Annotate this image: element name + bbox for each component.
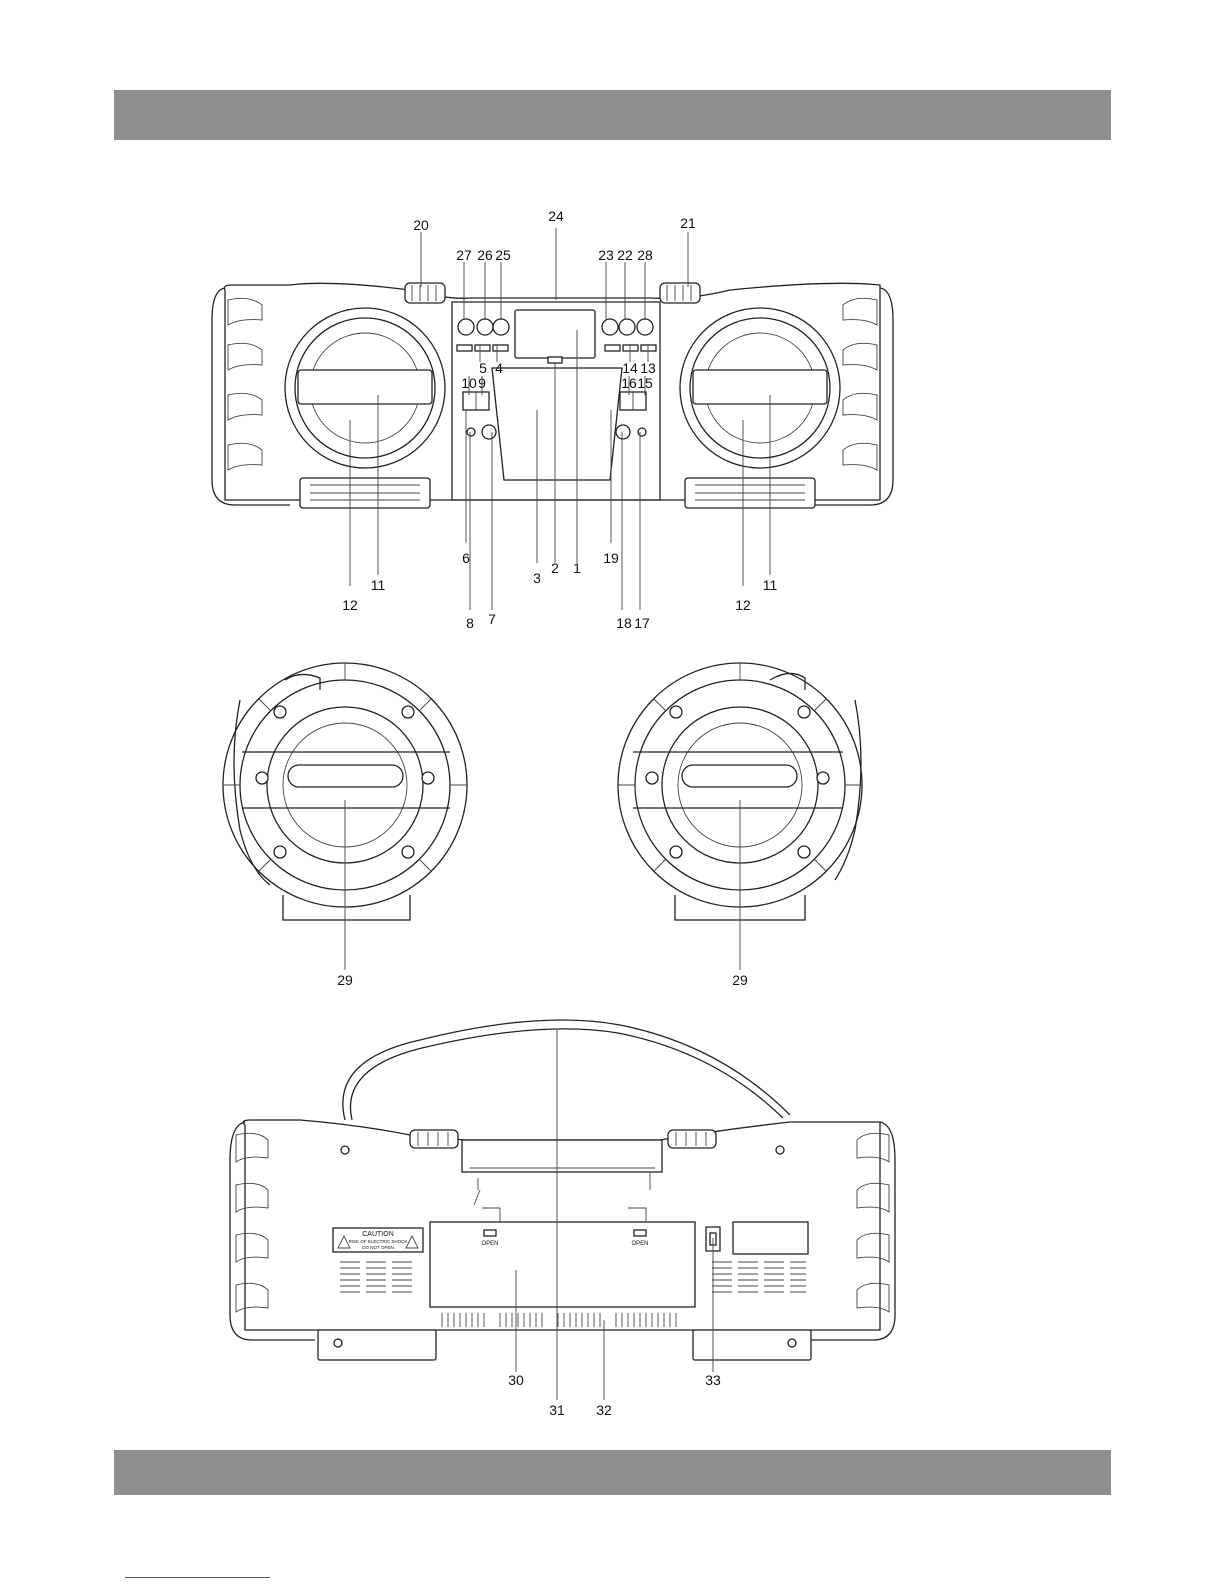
front-callout-labels: 20 27 26 25 24 23 22 28 21 1 2 3 4 5 6 7… [342, 208, 777, 631]
callout-label: 11 [371, 577, 386, 593]
front-view [212, 228, 893, 610]
callout-label: 16 [621, 375, 637, 391]
callout-label: 29 [732, 972, 748, 988]
callout-label: 13 [640, 360, 656, 376]
callout-label: 33 [705, 1372, 721, 1388]
callout-label: 26 [477, 247, 493, 263]
callout-label: 8 [466, 615, 474, 631]
open-label: OPEN [631, 1241, 648, 1247]
callout-label: 7 [488, 611, 496, 627]
caution-line2: DO NOT OPEN [362, 1245, 393, 1250]
open-label: OPEN [481, 1241, 498, 1247]
callout-label: 17 [634, 615, 650, 631]
callout-label: 32 [596, 1402, 612, 1418]
callout-label: 5 [479, 360, 487, 376]
caution-line1: RISK OF ELECTRIC SHOCK [349, 1239, 408, 1244]
callout-label: 31 [549, 1402, 565, 1418]
callout-label: 30 [508, 1372, 524, 1388]
callout-label: 25 [495, 247, 511, 263]
callout-label: 9 [478, 375, 486, 391]
callout-label: 19 [603, 550, 619, 566]
callout-label: 12 [735, 597, 751, 613]
callout-label: 21 [680, 215, 696, 231]
back-view: OPEN OPEN CAUTION RISK OF ELECTRIC SHOCK… [230, 1020, 895, 1400]
callout-label: 28 [637, 247, 653, 263]
callout-label: 14 [622, 360, 638, 376]
callout-label: 6 [462, 550, 470, 566]
callout-label: 15 [637, 375, 653, 391]
callout-label: 23 [598, 247, 614, 263]
callout-label: 22 [617, 247, 633, 263]
callout-label: 4 [495, 360, 503, 376]
callout-label: 1 [573, 560, 581, 576]
caution-title: CAUTION [362, 1231, 394, 1238]
callout-label: 2 [551, 560, 559, 576]
callout-label: 11 [763, 577, 778, 593]
back-callout-labels: 30 31 32 33 [508, 1372, 721, 1418]
callout-label: 29 [337, 972, 353, 988]
callout-label: 10 [461, 375, 477, 391]
side-view-left [223, 663, 467, 970]
callout-label: 12 [342, 597, 358, 613]
callout-label: 18 [616, 615, 632, 631]
callout-label: 3 [533, 570, 541, 586]
callout-label: 20 [413, 217, 429, 233]
callout-label: 27 [456, 247, 472, 263]
callout-label: 24 [548, 208, 564, 224]
side-view-right [618, 663, 862, 970]
